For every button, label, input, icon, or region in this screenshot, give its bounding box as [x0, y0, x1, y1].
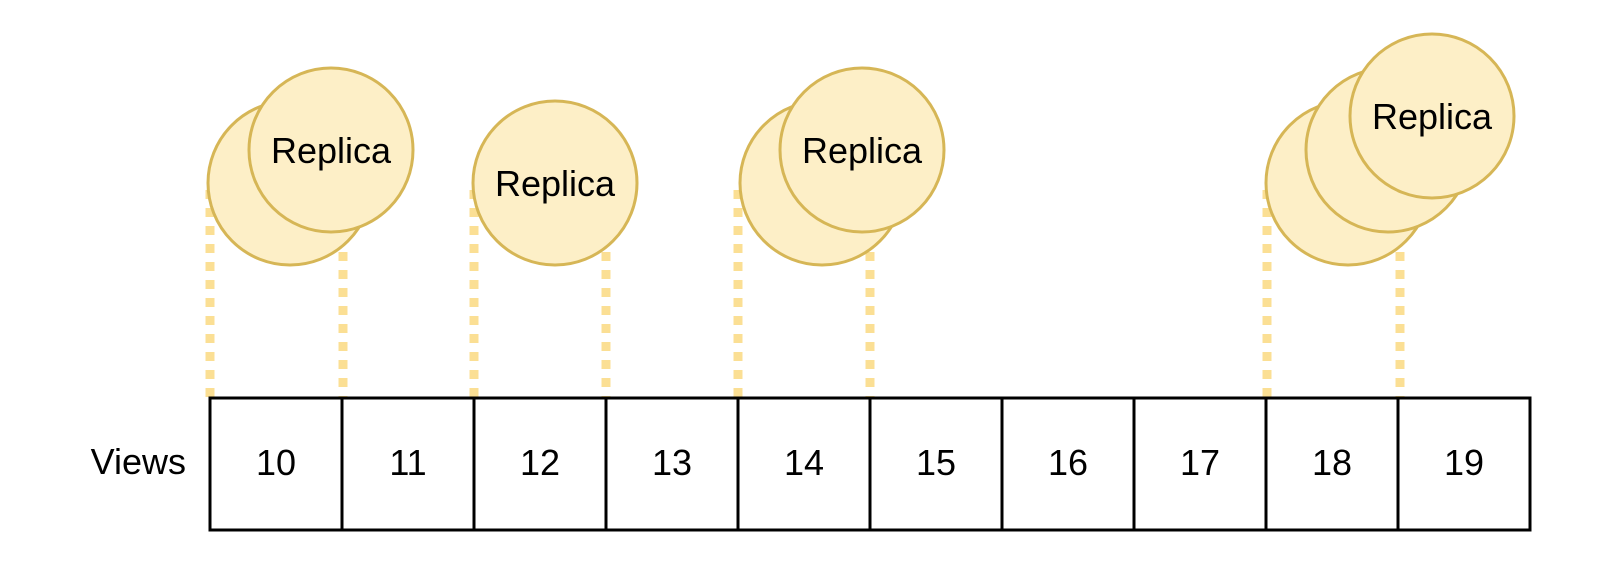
- connector-lines: [205, 190, 1405, 398]
- view-number: 19: [1444, 442, 1484, 483]
- view-number: 10: [256, 442, 296, 483]
- views-label: Views: [91, 441, 186, 482]
- views-row: 10 11 12 13 14 15 16 17 18 19: [208, 396, 1532, 532]
- replica-stack-views-12-13: Replica: [471, 99, 639, 267]
- replica-label: Replica: [1372, 96, 1493, 137]
- view-number: 12: [520, 442, 560, 483]
- view-number: 14: [784, 442, 824, 483]
- replica-circle: [778, 66, 946, 234]
- replica-stack-views-14-15: Replica: [738, 66, 946, 267]
- view-number: 17: [1180, 442, 1220, 483]
- view-number: 15: [916, 442, 956, 483]
- replica-stack-views-18-19: Replica: [1264, 32, 1516, 267]
- replica-label: Replica: [271, 130, 392, 171]
- view-cell: [1396, 396, 1532, 532]
- replica-stack-views-10-11: Replica: [206, 66, 415, 267]
- view-number: 16: [1048, 442, 1088, 483]
- view-number: 11: [389, 442, 426, 483]
- replica-circle: [247, 66, 415, 234]
- replica-label: Replica: [495, 163, 616, 204]
- view-cell: [604, 396, 740, 532]
- view-cell: [868, 396, 1004, 532]
- replica-circle: [1348, 32, 1516, 200]
- view-number: 18: [1312, 442, 1352, 483]
- replica-label: Replica: [802, 130, 923, 171]
- view-number: 13: [652, 442, 692, 483]
- view-cell: [340, 396, 476, 532]
- replica-circle: [471, 99, 639, 267]
- view-cell: [1132, 396, 1268, 532]
